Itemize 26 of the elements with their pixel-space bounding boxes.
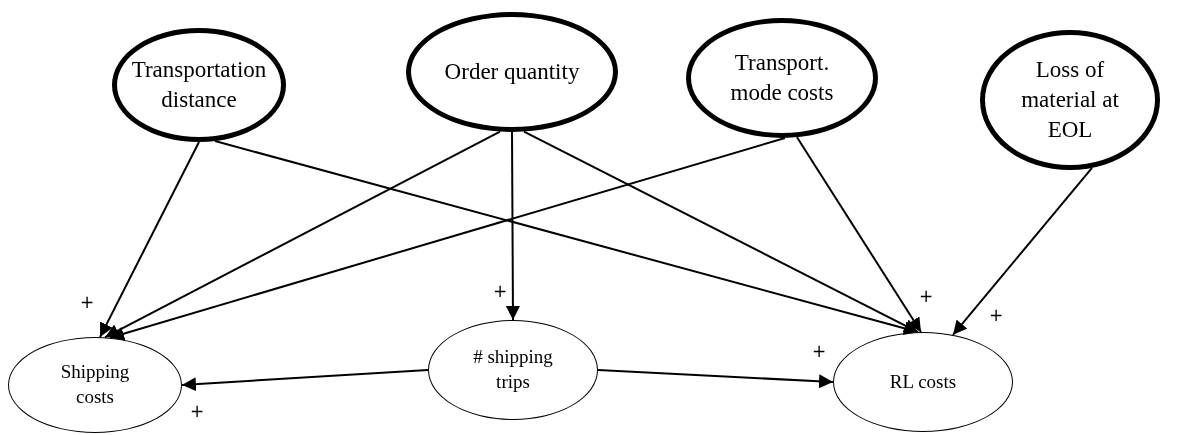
arrow [181, 369, 429, 392]
arrow [104, 130, 501, 339]
arrow [796, 136, 922, 333]
node-label: Loss of material at EOL [1020, 56, 1120, 144]
polarity-sign: + [919, 288, 934, 305]
arrow [952, 166, 1093, 336]
ellipse-node [686, 18, 878, 138]
polarity-sign: + [989, 307, 1004, 324]
polarity-sign: + [80, 294, 95, 311]
arrow [505, 131, 520, 321]
arrow [523, 130, 919, 334]
polarity-sign: + [812, 343, 827, 360]
arrow [109, 136, 786, 341]
node-label: Transport. mode costs [729, 49, 835, 107]
node-label: Shipping costs [59, 360, 131, 409]
ellipse-node [112, 28, 286, 142]
arrow [99, 141, 200, 339]
node-label: RL costs [888, 369, 958, 394]
polarity-sign: + [190, 403, 205, 420]
arrow [597, 369, 834, 389]
polarity-sign: + [493, 283, 508, 300]
node-label: Transportation distance [130, 56, 268, 114]
node-label: # shipping trips [472, 345, 554, 394]
node-label: Order quantity [443, 58, 581, 87]
ellipse-node [406, 12, 618, 132]
ellipse-node [980, 30, 1160, 170]
